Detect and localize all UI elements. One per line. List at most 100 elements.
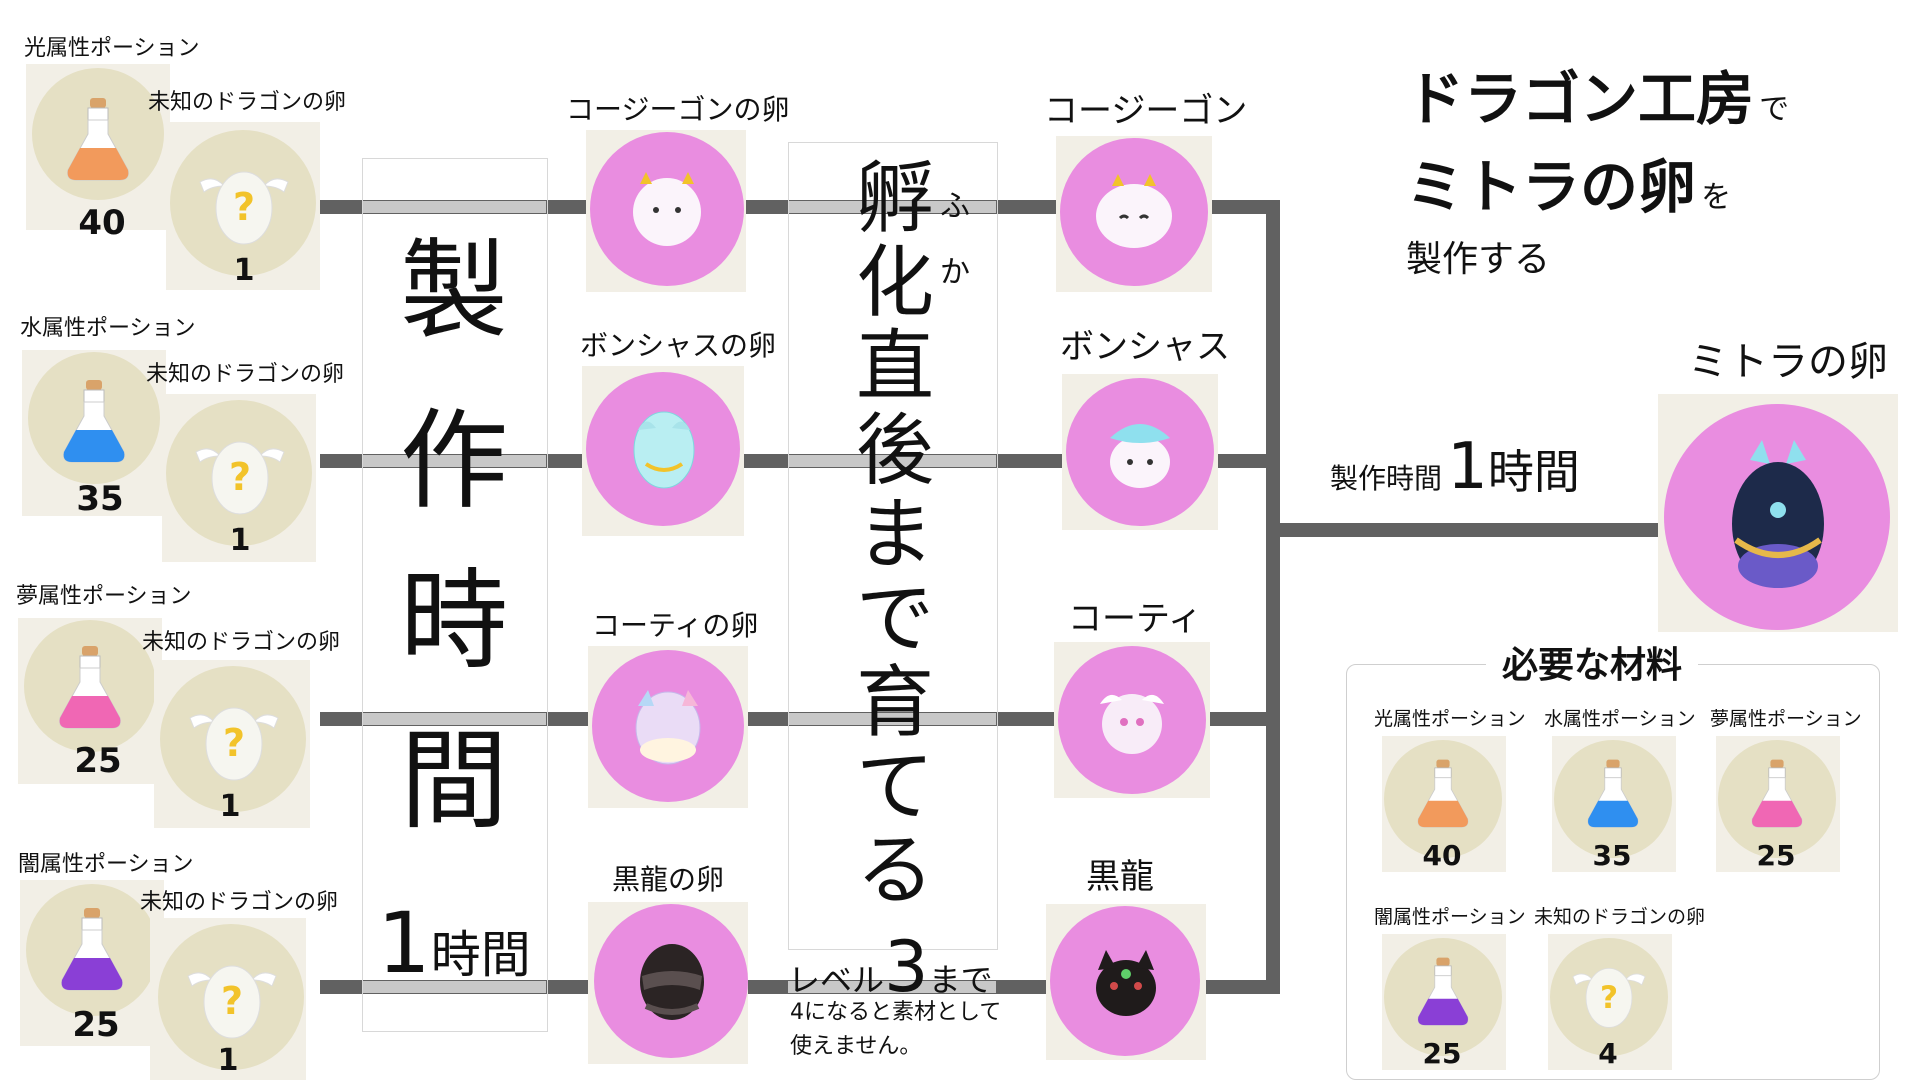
craft-column-frame [362, 158, 548, 1032]
hatch-char: 育 [855, 658, 934, 748]
coati-egg-icon [622, 680, 714, 772]
cozygon-egg-icon [622, 162, 712, 252]
potion-fill [1418, 800, 1468, 828]
material-label: 闇属性ポーション [1374, 906, 1526, 928]
craft-duration: 1時間 [362, 894, 546, 992]
craft-char: 製 [399, 229, 508, 354]
black-dragon-icon [1080, 934, 1172, 1026]
hatch-vertical-text: 孵 化 直 後 ま で 育 て る [840, 160, 950, 916]
potion-fill [1418, 998, 1468, 1026]
hatch-char: る [855, 826, 934, 916]
potion-fill [61, 958, 123, 990]
dragon-label: ボンシャス [1060, 327, 1230, 367]
material-count: 25 [1422, 1037, 1462, 1070]
title-particle-wo: を [1701, 180, 1732, 215]
potion-icon [58, 96, 138, 186]
unknown-egg-icon: ? [182, 946, 282, 1046]
potion-fill [59, 696, 121, 728]
band-craft-4 [362, 981, 546, 993]
potion-fill [1752, 800, 1802, 828]
potion-icon [50, 644, 130, 734]
dragon-egg-label: コーティの卵 [592, 609, 759, 642]
coati-icon [1086, 674, 1178, 766]
potion-icon [52, 906, 132, 996]
result-time-label: 製作時間 [1330, 462, 1443, 495]
unknown-egg-count: 1 [233, 253, 255, 288]
material-icon [1410, 956, 1476, 1030]
unknown-egg-label: 未知のドラゴンの卵 [142, 630, 341, 655]
title-particle-de: で [1759, 92, 1790, 127]
unknown-egg-count: 1 [219, 789, 241, 824]
bonshas-icon [1094, 404, 1186, 496]
cozygon-icon [1088, 166, 1180, 258]
dragon-egg-label: コージーゴンの卵 [566, 93, 790, 126]
dragon-label: コージーゴン [1044, 91, 1248, 131]
unknown-egg-label: 未知のドラゴンの卵 [146, 362, 345, 387]
mitra-egg-icon [1710, 440, 1846, 596]
potion-label: 夢属性ポーション [16, 584, 192, 609]
hatch-char: 化 [855, 238, 934, 328]
material-label: 水属性ポーション [1544, 708, 1696, 730]
level-note-line1: 4になると素材として [790, 1000, 1002, 1025]
dragon-egg-label: ボンシャスの卵 [580, 329, 777, 362]
craft-char: 作 [399, 399, 508, 524]
craft-duration-number: 1 [377, 894, 431, 992]
hatch-char: で [855, 574, 934, 664]
unknown-egg-icon: ? [184, 688, 284, 788]
level-suffix: まで [928, 961, 993, 999]
dragon-label: 黒龍 [1086, 857, 1154, 897]
unknown-egg-count: 1 [217, 1043, 239, 1078]
connector-trunk [1266, 200, 1280, 994]
bonshas-egg-icon [616, 400, 712, 496]
title-action: 製作する [1406, 239, 1551, 280]
result-time-unit: 時間 [1487, 445, 1580, 499]
materials-title: 必要な材料 [1486, 648, 1699, 684]
level-note-line2: 使えません。 [790, 1034, 922, 1059]
craft-char: 間 [399, 719, 508, 844]
result-craft-time: 製作時間 1時間 [1330, 430, 1580, 504]
band-hatch-1 [788, 201, 996, 213]
ruby-fu: ふ [940, 189, 970, 224]
hatch-column-frame [788, 142, 998, 950]
craft-duration-unit: 時間 [430, 926, 531, 984]
level-prefix: レベル [788, 961, 885, 999]
potion-label: 闇属性ポーション [18, 852, 194, 877]
hatch-char: 後 [855, 406, 934, 496]
material-count: 4 [1598, 1037, 1618, 1070]
band-hatch-3 [788, 713, 996, 725]
unknown-egg-icon: ? [1568, 952, 1650, 1034]
svg-text:?: ? [1600, 980, 1618, 1016]
band-hatch-2 [788, 455, 996, 467]
unknown-egg-label: 未知のドラゴンの卵 [148, 90, 347, 115]
potion-fill [67, 148, 129, 180]
level-limit: レベル3まで [788, 926, 1028, 1008]
material-count: 35 [1592, 839, 1632, 872]
result-time-number: 1 [1447, 430, 1488, 504]
material-label: 光属性ポーション [1374, 708, 1526, 730]
svg-text:?: ? [221, 979, 243, 1023]
title-target: ミトラの卵 [1406, 153, 1697, 221]
hatch-char: ま [855, 490, 934, 580]
dragon-label: コーティ [1068, 599, 1202, 639]
material-label: 未知のドラゴンの卵 [1534, 906, 1706, 928]
svg-text:?: ? [229, 455, 251, 499]
page-title: ドラゴン工房 で ミトラの卵 を 製作する [1406, 52, 1886, 282]
potion-count: 25 [72, 1005, 120, 1045]
material-icon [1744, 758, 1810, 832]
material-count: 40 [1422, 839, 1462, 872]
potion-count: 25 [74, 741, 122, 781]
unknown-egg-icon: ? [194, 152, 294, 252]
craft-char: 時 [399, 559, 508, 684]
unknown-egg-label: 未知のドラゴンの卵 [140, 890, 339, 915]
ruby-ka: か [940, 255, 970, 290]
title-workshop: ドラゴン工房 [1406, 65, 1755, 133]
unknown-egg-count: 1 [229, 523, 251, 558]
potion-label: 水属性ポーション [20, 316, 196, 341]
hatch-char: て [855, 742, 934, 832]
potion-fill [63, 430, 125, 462]
svg-text:?: ? [223, 721, 245, 765]
level-number: 3 [884, 926, 929, 1008]
potion-icon [54, 378, 134, 468]
hatch-char: 直 [855, 322, 934, 412]
